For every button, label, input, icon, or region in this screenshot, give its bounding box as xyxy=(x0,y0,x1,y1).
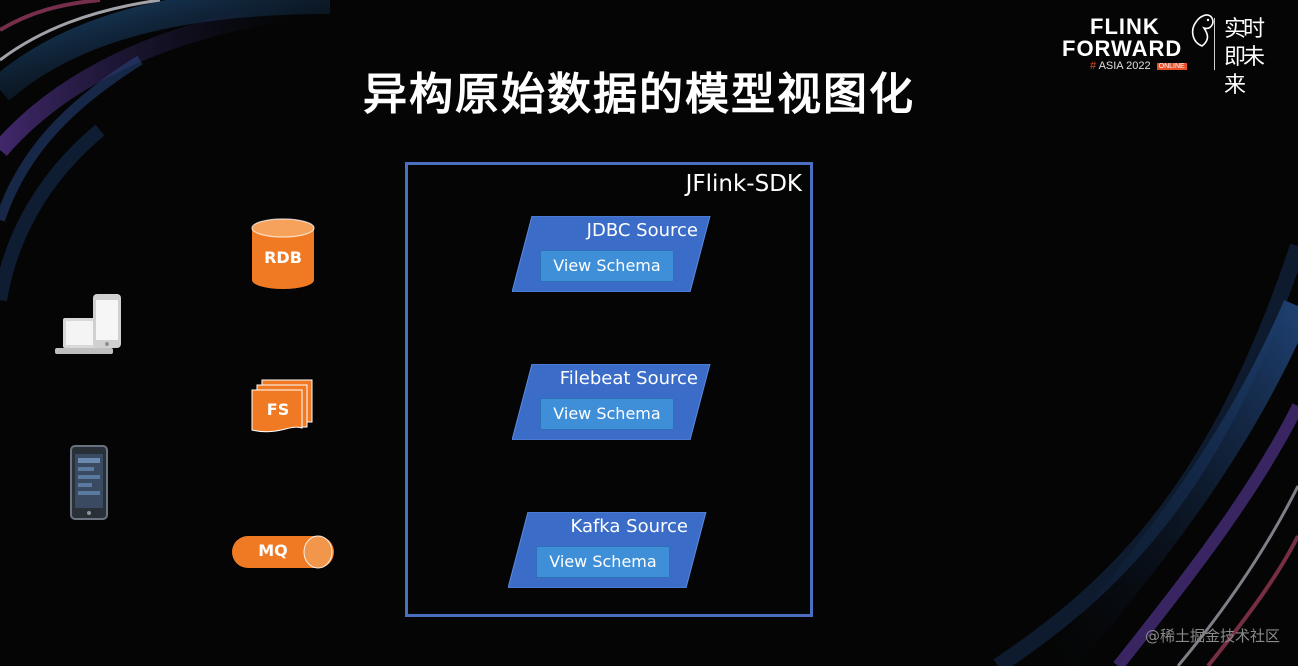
view-schema-button[interactable]: View Schema xyxy=(540,398,674,430)
logo-subtitle: # ASIA 2022 ONLINE xyxy=(1090,60,1187,72)
stacked-files-icon xyxy=(251,379,313,433)
sdk-label: JFlink-SDK xyxy=(685,171,802,197)
logo-event: ASIA 2022 xyxy=(1098,60,1151,72)
source-title: Filebeat Source xyxy=(559,368,698,389)
jflink-sdk-frame: JFlink-SDK xyxy=(405,162,813,617)
logo-divider xyxy=(1214,18,1215,70)
fs-filesystem-icon: FS xyxy=(250,378,316,436)
database-cylinder-icon xyxy=(251,218,315,289)
background-swirl-right xyxy=(993,243,1298,666)
queue-cylinder-icon xyxy=(232,535,334,569)
rdb-label: RDB xyxy=(264,248,302,267)
fs-label: FS xyxy=(266,400,290,419)
source-title: Kafka Source xyxy=(570,516,688,537)
mq-queue-icon: MQ xyxy=(230,534,336,570)
laptop-phone-icon xyxy=(55,294,121,354)
mq-label: MQ xyxy=(258,541,288,560)
filebeat-source-block: Filebeat Source View Schema xyxy=(512,364,712,440)
logo-online-badge: ONLINE xyxy=(1156,62,1187,70)
kafka-source-block: Kafka Source View Schema xyxy=(508,512,708,588)
background-swirl-left xyxy=(0,0,331,302)
view-schema-button[interactable]: View Schema xyxy=(536,546,670,578)
logo-chinese-slogan: 实时即未来 xyxy=(1224,17,1265,98)
logo-line1: FLINK xyxy=(1090,14,1160,39)
mobile-phone-icon xyxy=(70,445,108,520)
view-schema-button[interactable]: View Schema xyxy=(540,250,674,282)
rdb-database-icon: RDB xyxy=(250,218,316,290)
logo-hash: # xyxy=(1090,60,1097,72)
jdbc-source-block: JDBC Source View Schema xyxy=(512,216,712,292)
watermark: @稀土掘金技术社区 xyxy=(1144,627,1280,645)
flink-forward-logo: FLINK FORWARD # ASIA 2022 ONLINE 实时即未来 xyxy=(1060,8,1290,98)
logo-line2: FORWARD xyxy=(1062,36,1183,61)
page-title: 异构原始数据的模型视图化 xyxy=(363,69,915,120)
source-title: JDBC Source xyxy=(586,220,698,241)
squirrel-icon xyxy=(1191,14,1214,47)
